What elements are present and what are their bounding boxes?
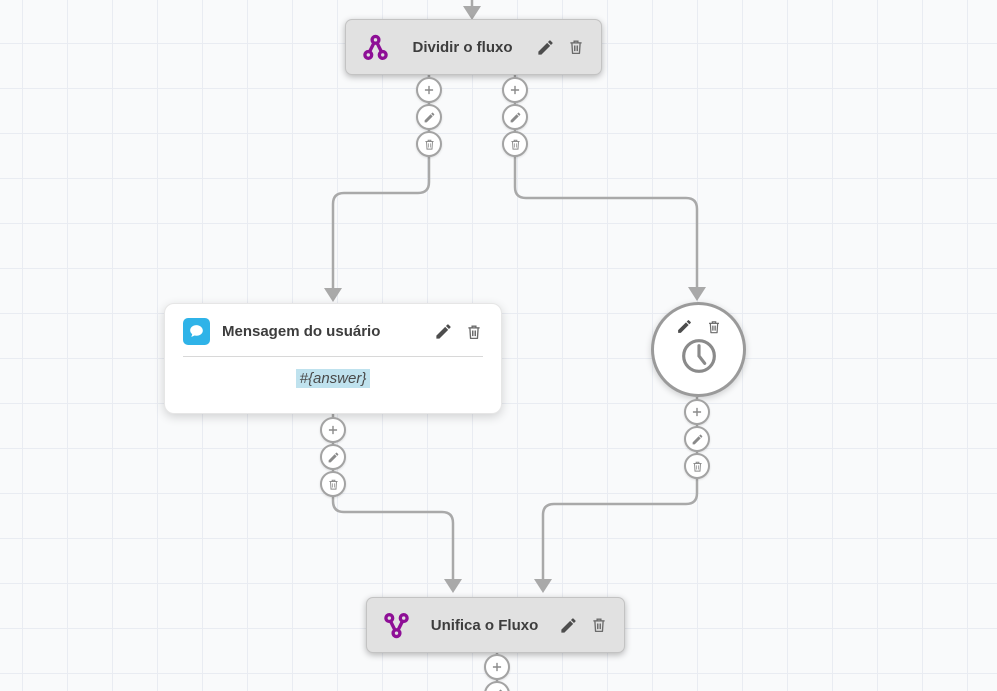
variable-chip[interactable]: #{answer}	[295, 369, 371, 388]
delete-connector-button[interactable]	[416, 131, 442, 157]
pencil-icon	[497, 689, 502, 691]
connector-actions-merge-out	[484, 654, 510, 691]
arrowhead	[534, 579, 552, 593]
delete-connector-button[interactable]	[502, 131, 528, 157]
plus-icon	[424, 85, 434, 95]
pencil-icon	[424, 112, 434, 122]
connector-split-to-timer	[513, 75, 699, 288]
node-title: Unifica o Fluxo	[430, 616, 539, 634]
edit-connector-button[interactable]	[484, 681, 510, 691]
trash-icon	[708, 320, 719, 333]
node-header: Mensagem do usuário	[165, 304, 501, 356]
edit-node-button[interactable]	[434, 322, 453, 341]
node-timer[interactable]	[651, 302, 746, 397]
delete-node-button[interactable]	[706, 319, 722, 335]
connector-actions-left-branch	[416, 77, 442, 157]
node-actions	[676, 318, 722, 335]
plus-icon	[328, 425, 338, 435]
node-merge-flow[interactable]: Unifica o Fluxo	[366, 597, 625, 653]
node-user-message[interactable]: Mensagem do usuário #{answer}	[164, 303, 502, 414]
pencil-icon	[436, 324, 451, 339]
connector-actions-timer-out	[684, 399, 710, 479]
node-divider	[183, 356, 483, 357]
add-node-button[interactable]	[320, 417, 346, 443]
trash-icon	[692, 461, 702, 472]
edit-connector-button[interactable]	[416, 104, 442, 130]
delete-connector-button[interactable]	[320, 471, 346, 497]
delete-connector-button[interactable]	[684, 453, 710, 479]
edit-connector-button[interactable]	[320, 444, 346, 470]
connector-split-to-message	[331, 75, 431, 289]
edit-node-button[interactable]	[536, 38, 555, 57]
edit-node-button[interactable]	[676, 318, 693, 335]
connector-timer-to-merge	[541, 397, 699, 580]
arrowhead	[444, 579, 462, 593]
pencil-icon	[692, 434, 702, 444]
edit-connector-button[interactable]	[684, 426, 710, 452]
edit-connector-button[interactable]	[502, 104, 528, 130]
plus-icon	[510, 85, 520, 95]
delete-node-button[interactable]	[567, 38, 585, 56]
add-node-button[interactable]	[416, 77, 442, 103]
trash-icon	[328, 479, 338, 490]
arrowhead	[688, 287, 706, 301]
connector-message-to-merge	[331, 413, 455, 580]
connector-actions-right-branch	[502, 77, 528, 157]
chat-bubble-icon	[183, 318, 210, 345]
node-body: #{answer}	[165, 357, 501, 388]
arrowhead	[463, 6, 481, 20]
connector-actions-message-out	[320, 417, 346, 497]
trash-icon	[510, 139, 520, 150]
trash-icon	[424, 139, 434, 150]
add-node-button[interactable]	[502, 77, 528, 103]
pencil-icon	[328, 452, 338, 462]
pencil-icon	[561, 617, 576, 633]
plus-icon	[692, 407, 702, 417]
pencil-icon	[677, 320, 691, 333]
trash-icon	[468, 324, 480, 339]
edit-node-button[interactable]	[559, 616, 578, 635]
pencil-icon	[510, 112, 520, 122]
node-split-flow[interactable]: Dividir o fluxo	[345, 19, 602, 75]
arrowhead	[324, 288, 342, 302]
add-node-button[interactable]	[484, 654, 510, 680]
merge-flow-icon	[383, 612, 410, 639]
split-flow-icon	[362, 34, 389, 61]
plus-icon	[492, 662, 502, 672]
node-title: Dividir o fluxo	[412, 38, 513, 56]
node-title: Mensagem do usuário	[222, 323, 381, 340]
trash-icon	[593, 618, 605, 633]
trash-icon	[570, 40, 582, 55]
delete-node-button[interactable]	[465, 323, 483, 341]
add-node-button[interactable]	[684, 399, 710, 425]
delete-node-button[interactable]	[590, 616, 608, 634]
clock-icon	[681, 339, 716, 373]
pencil-icon	[538, 39, 553, 55]
